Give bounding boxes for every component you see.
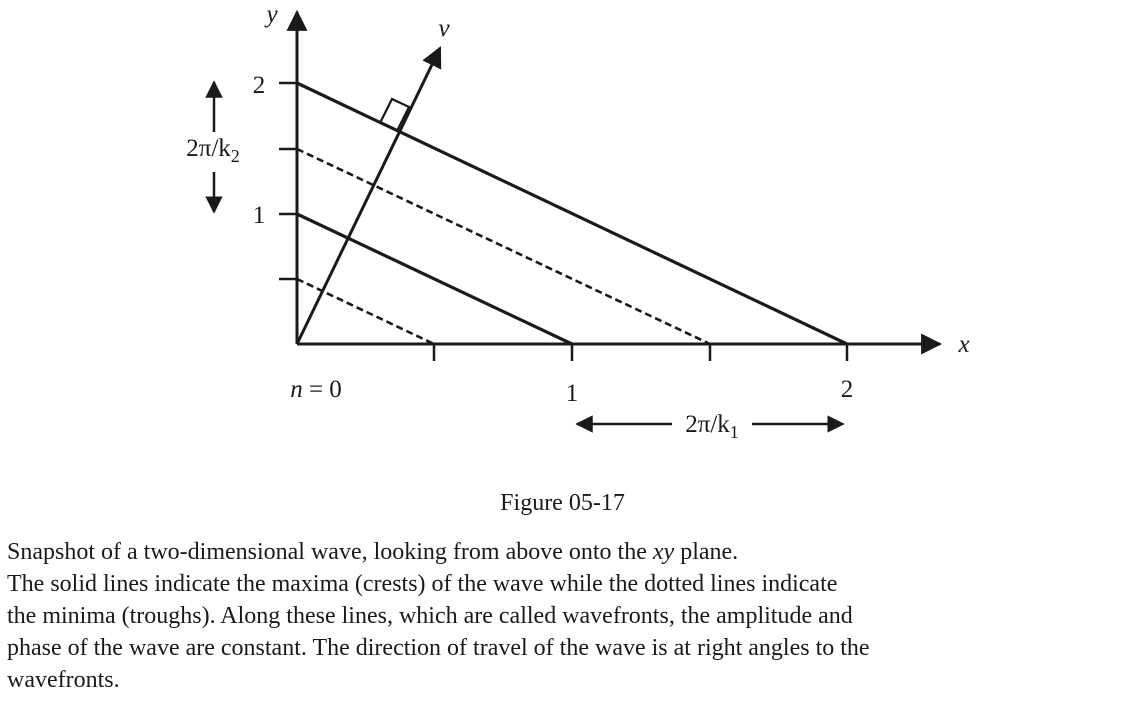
caption-line-3: the minima (troughs). Along these lines,…	[7, 603, 853, 629]
figure-caption: Snapshot of a two-dimensional wave, look…	[7, 536, 1117, 696]
wave-diagram: y v x 2 1 n = 0 1 2 2π/k2 2π/k1	[186, 1, 969, 442]
y-tick-label-1: 1	[253, 202, 266, 229]
propagation-vector	[295, 46, 442, 345]
x-tick-label-2: 2	[841, 376, 854, 403]
y-tick-label-2: 2	[253, 72, 266, 99]
figure-number: Figure 05-17	[500, 490, 625, 516]
crest-line-2	[296, 81, 848, 346]
x-axis-label: x	[957, 331, 969, 358]
trough-line-1	[296, 277, 435, 346]
caption-line-5: wavefronts.	[7, 667, 120, 693]
v-vector-label: v	[438, 15, 450, 42]
x-tick-label-1: 1	[566, 380, 579, 407]
caption-line-2: The solid lines indicate the maxima (cre…	[7, 571, 838, 597]
trough-line-2	[296, 147, 711, 346]
caption-line-4: phase of the wave are constant. The dire…	[7, 635, 870, 661]
k2-dimension-label: 2π/k2	[186, 135, 240, 166]
x-tick-label-n0: n = 0	[290, 376, 342, 403]
crest-line-1	[296, 212, 573, 346]
y-axis-label: y	[263, 1, 278, 28]
k1-dimension-label: 2π/k1	[685, 411, 739, 442]
caption-line-1: Snapshot of a two-dimensional wave, look…	[7, 539, 739, 565]
right-angle-marker	[379, 97, 411, 132]
